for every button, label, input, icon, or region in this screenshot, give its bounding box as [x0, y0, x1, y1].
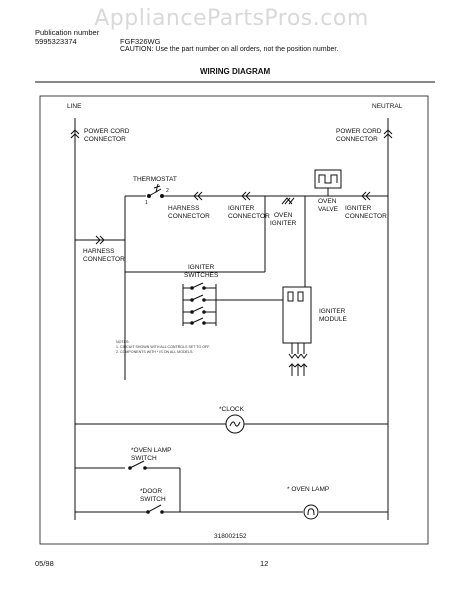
thermostat-icon [153, 183, 161, 194]
neutral-label: NEUTRAL [372, 103, 403, 110]
diagram-frame [39, 95, 429, 545]
oven-valve-coil [318, 174, 338, 184]
igniter-connector-left [241, 191, 251, 201]
igniter-connector-right [361, 191, 371, 201]
power-cord-connector-left [70, 129, 80, 139]
footer-date: 05/98 [35, 559, 54, 568]
door-switch-contact [147, 504, 162, 513]
oven-lamp-filament [307, 508, 315, 516]
page-number: 12 [260, 559, 269, 568]
clock-icon [225, 414, 245, 434]
harness-connector-left [95, 235, 105, 245]
clock-label: *CLOCK [219, 406, 244, 413]
thermostat-label: THERMOSTAT [133, 176, 177, 183]
harness-connector-top [193, 191, 203, 201]
door-switch-terminal-b [160, 510, 164, 514]
oven-lamp-label: * OVEN LAMP [287, 486, 330, 493]
publication-number: 5995323374 [35, 37, 77, 46]
igniter-module-terminal-2 [297, 291, 304, 302]
model-number: FGF326WG [120, 37, 161, 46]
caution-text: CAUTION: Use the part number on all orde… [120, 46, 339, 53]
spark-electrode-leads [288, 343, 308, 376]
oven-lamp-icon [303, 504, 319, 520]
igniter-module-box [282, 286, 312, 344]
igniter-switch-contacts [183, 282, 216, 325]
diagram-title: WIRING DIAGRAM [200, 67, 271, 76]
line-label: LINE [67, 103, 82, 110]
thermostat-contact [148, 188, 162, 197]
notes-block: NOTES: 1. CIRCUIT SHOWN WITH ALL CONTROL… [116, 340, 211, 354]
oven-igniter-icon [281, 197, 295, 205]
watermark: AppliancePartsPros.com [94, 6, 369, 31]
diagram-number: 318002152 [214, 533, 247, 540]
igniter-module-terminal-1 [287, 291, 294, 302]
clock-motor-icon [229, 421, 241, 427]
thermostat-terminal-1-label: 1 [145, 200, 148, 206]
power-cord-connector-right [383, 129, 393, 139]
thermostat-terminal-2 [160, 194, 164, 198]
lamp-switch-contact [129, 460, 145, 469]
publication-label: Publication number [35, 28, 100, 37]
lamp-switch-terminal-b [143, 466, 147, 470]
thermostat-terminal-2-label: 2 [166, 188, 169, 194]
